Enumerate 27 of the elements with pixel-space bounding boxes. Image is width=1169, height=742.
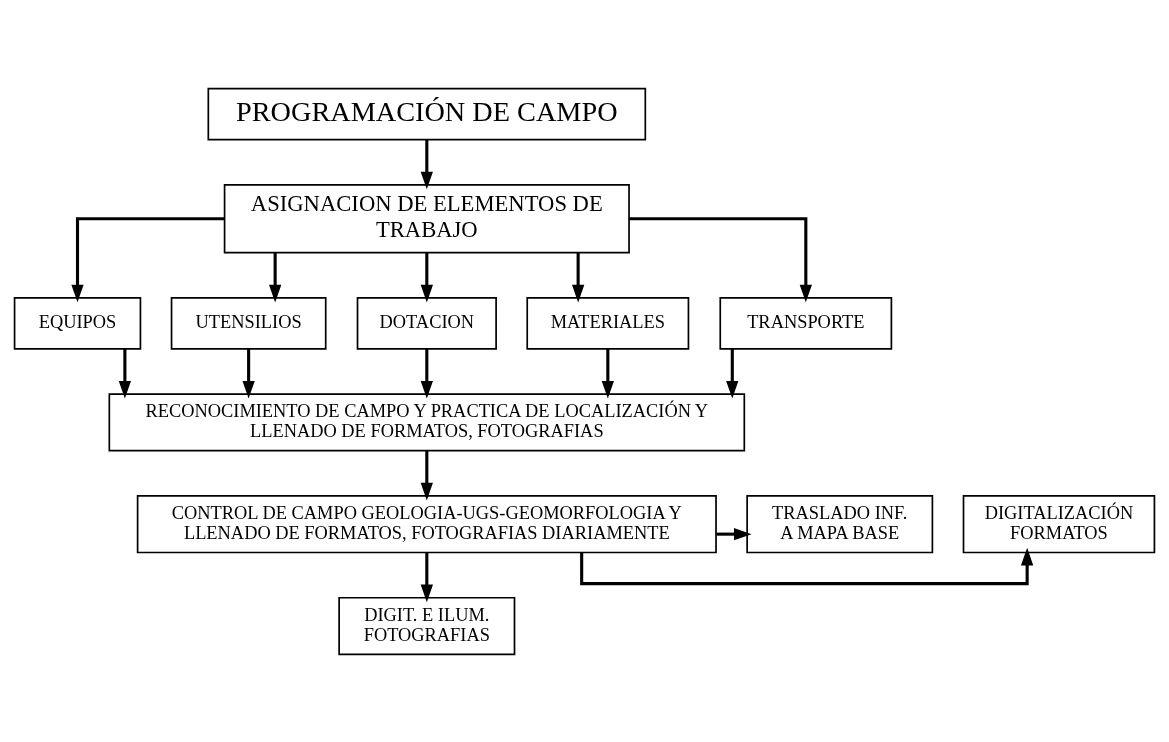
node-box: CONTROL DE CAMPO GEOLOGIA-UGS-GEOMORFOLOGIA Y LLENADO DE FORMATOS, FOTOGRAFIAS DIARIAMENTE — [136, 494, 717, 553]
node-box: TRASLADO INF. A MAPA BASE — [746, 494, 934, 553]
arrow — [420, 450, 433, 500]
node-box: EQUIPOS — [13, 296, 142, 350]
arrow — [118, 348, 132, 399]
arrow — [420, 552, 433, 602]
arrow — [420, 252, 433, 302]
node-box: ASIGNACION DE ELEMENTOS DE TRABAJO — [223, 183, 630, 254]
arrow — [716, 527, 752, 540]
node-box: DIGIT. E ILUM. FOTOGRAFIAS — [338, 596, 516, 655]
arrow — [269, 252, 282, 302]
node-box: DOTACION — [356, 296, 497, 350]
arrow — [420, 139, 433, 189]
node-box: DIGITALIZACIÓN FORMATOS — [962, 494, 1156, 553]
node-box: MATERIALES — [526, 296, 690, 350]
arrow — [580, 547, 1034, 585]
node-box: TRANSPORTE — [719, 296, 893, 350]
arrow — [726, 348, 739, 399]
arrow — [242, 348, 255, 399]
arrow — [572, 252, 585, 302]
node-box: RECONOCIMIENTO DE CAMPO Y PRACTICA DE LOCALIZACIÓN Y LLENADO DE FORMATOS, FOTOGRAFIAS — [108, 392, 746, 452]
arrow — [601, 348, 614, 399]
arrow — [420, 348, 433, 399]
node-box: PROGRAMACIÓN DE CAMPO — [207, 87, 647, 140]
arrow — [71, 216, 225, 302]
node-box: UTENSILIOS — [170, 296, 327, 350]
arrow — [629, 216, 812, 302]
